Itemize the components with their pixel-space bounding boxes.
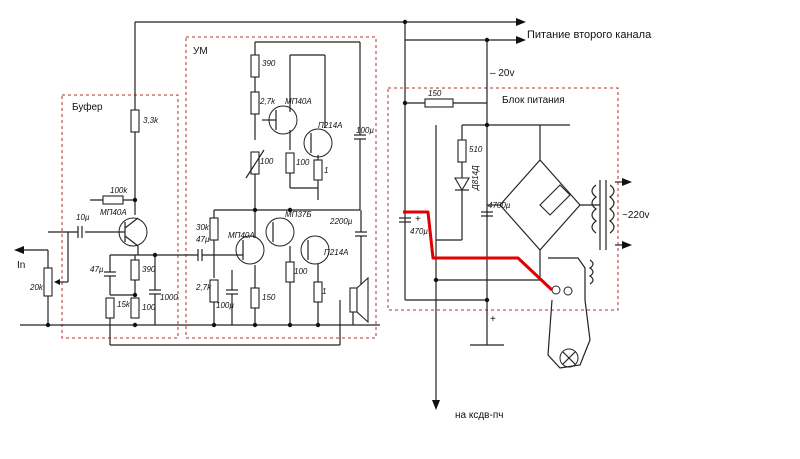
power-supply-wiring (399, 98, 632, 281)
label-r-390-buf: 390 (142, 265, 156, 274)
label-to-ksdv: на ксдв-пч (455, 410, 503, 421)
label-r-150-ps: 150 (428, 89, 442, 98)
resistor-30k (209, 217, 219, 241)
resistor-1-top (313, 159, 323, 181)
label-t-p214a-top: П214А (318, 121, 342, 130)
label-um: УМ (193, 46, 208, 57)
label-r-100-mid: 100 (296, 158, 310, 167)
amplifier-wiring (178, 41, 369, 325)
buffer-section-box (61, 94, 179, 339)
label-r-100-var: 100 (260, 157, 274, 166)
resistor-100k (102, 195, 124, 205)
resistor-15k (105, 297, 115, 319)
mains-arrow-top (622, 178, 632, 186)
label-supply-second-channel: Питание второго канала (527, 29, 652, 41)
added-red-wire (403, 210, 554, 292)
label-t-buf: МП40А (100, 208, 127, 217)
potentiometer-20k (43, 267, 53, 297)
zener-diode (454, 177, 470, 192)
label-d-zener: Д814Д (471, 165, 480, 191)
diode-bridge (539, 184, 571, 216)
label-c-2200u: 2200µ (329, 217, 353, 226)
resistor-150-ps (424, 98, 454, 108)
label-r-390-um: 390 (262, 59, 276, 68)
label-r-100k: 100k (110, 186, 128, 195)
label-r-100-bot: 100 (294, 267, 308, 276)
junction-dots (45, 19, 490, 328)
rail-arrow-second (516, 36, 526, 44)
rail-arrow-top (516, 18, 526, 26)
label-r-100-buf: 100 (142, 303, 156, 312)
label-r-20k: 20k (29, 283, 44, 292)
buffer-wiring (20, 109, 380, 346)
input-arrow (14, 246, 24, 254)
label-plus: + (415, 214, 421, 225)
resistor-510 (457, 139, 467, 163)
mains-switch-area (547, 257, 594, 369)
resistor-150 (250, 287, 260, 309)
label-power-supply: Блок питания (502, 95, 565, 106)
resistor-100-bottom (285, 261, 295, 283)
label-r-3k3: 3,3k (143, 116, 159, 125)
label-r-2k7-top: 2,7k (259, 97, 276, 106)
label-c-10u: 10µ (76, 213, 90, 222)
label-r-510: 510 (469, 145, 483, 154)
label-minus-20v: – 20v (490, 68, 514, 79)
label-r-150: 150 (262, 293, 276, 302)
label-c-4700u: 4700µ (488, 201, 511, 210)
label-in: In (17, 260, 25, 271)
speaker-cone (356, 276, 369, 324)
transistor-p214a-top (303, 128, 333, 158)
resistor-3k3 (130, 109, 140, 133)
label-c-470u: 470µ (410, 227, 428, 236)
label-c-100u-top: 100µ (356, 126, 374, 135)
label-c-100u-bot: 100µ (216, 301, 234, 310)
transistor-p214a-bottom (300, 235, 330, 265)
resistor-2k7-bottom (209, 279, 219, 303)
label-plus-bottom: + (490, 314, 496, 325)
label-t-p214a-bot: П214А (324, 248, 348, 257)
resistor-100-mid (285, 152, 295, 174)
label-t-mp37b: МП37Б (285, 210, 312, 219)
label-c-47u-um: 47µ (196, 235, 210, 244)
label-r-30k: 30k (196, 223, 210, 232)
resistor-2k7-top (250, 91, 260, 115)
lamp-icon (559, 348, 579, 368)
input-section (14, 232, 69, 325)
resistor-1-bottom (313, 281, 323, 303)
top-rails (134, 18, 526, 346)
transistor-mp40a-bottom (235, 235, 265, 265)
label-t-mp40a-top: МП40А (285, 97, 312, 106)
label-mains: ~220v (622, 210, 650, 221)
mains-arrow-bottom (622, 241, 632, 249)
label-buffer: Буфер (72, 101, 103, 113)
transistor-mp37b (265, 217, 295, 247)
label-r-15k: 15k (117, 300, 131, 309)
label-c-1000: 1000 (160, 293, 178, 302)
label-t-mp40a-bot: МП40А (228, 231, 255, 240)
label-r-1-top: 1 (324, 166, 328, 175)
power-supply-section-box (387, 87, 619, 311)
label-r-1-bot: 1 (322, 287, 326, 296)
resistor-390-buffer (130, 259, 140, 281)
label-c-47u-buf: 47µ (90, 265, 104, 274)
resistor-100-buffer (130, 297, 140, 319)
label-r-2k7-bot: 2,7k (195, 283, 212, 292)
resistor-390-um (250, 54, 260, 78)
output-arrow (432, 400, 440, 410)
speaker (349, 287, 358, 313)
